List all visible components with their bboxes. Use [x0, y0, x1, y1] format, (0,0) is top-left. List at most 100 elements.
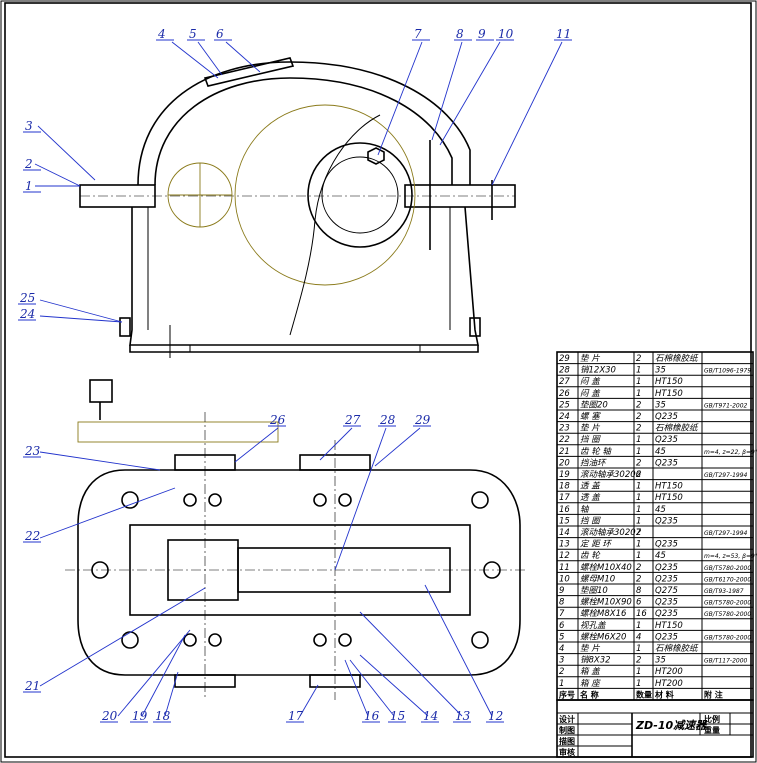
callout-8: 8 [456, 27, 464, 41]
parts-header-cell: 序号 [559, 689, 575, 699]
parts-cell: 1 [636, 493, 641, 503]
parts-cell: 5 [559, 632, 564, 642]
drawing-title: ZD-10减速器 [635, 719, 708, 732]
callout-4: 4 [157, 27, 166, 41]
front-view [79, 57, 516, 358]
parts-cell: 挡 圈 [580, 434, 601, 445]
cover-outline [137, 61, 471, 186]
parts-cell: 2 [559, 667, 564, 677]
parts-cell: 3 [559, 656, 564, 666]
parts-cell: 1 [636, 435, 641, 445]
parts-cell: 轴 [580, 504, 590, 515]
parts-cell: 1 [636, 679, 641, 689]
parts-cell: 2 [636, 656, 641, 666]
callout-26: 26 [269, 413, 286, 427]
parts-cell: 8 [559, 598, 565, 608]
callout-21: 21 [24, 679, 40, 693]
parts-cell: GB/T297-1994 [704, 530, 748, 537]
parts-cell: 4 [636, 632, 641, 642]
tb-design: 设计 [559, 714, 575, 724]
parts-cell: 22 [559, 435, 570, 445]
parts-cell: 11 [559, 563, 570, 573]
parts-cell: Q235 [655, 458, 678, 468]
parts-cell: 滚动轴承30206 [580, 469, 642, 480]
parts-cell: GB/T5780-2000 [704, 611, 751, 618]
callout-23: 23 [24, 444, 41, 458]
parts-cell: 视孔盖 [580, 620, 607, 631]
parts-cell: m=4, z=22, β=9°38' [704, 449, 757, 456]
parts-cell: 7 [559, 609, 565, 619]
parts-cell: HT150 [655, 482, 683, 492]
parts-cell: GB/T1096-1979 [704, 368, 751, 375]
cover-inner-outline [154, 77, 453, 186]
callout-6: 6 [216, 27, 224, 41]
parts-cell: GB/T5780-2000 [704, 634, 751, 641]
parts-cell: 1 [636, 377, 641, 387]
parts-cell: 24 [559, 412, 570, 422]
parts-cell: Q235 [655, 574, 678, 584]
parts-header-cell: 附 注 [704, 689, 723, 699]
parts-cell: 1 [559, 679, 564, 689]
callout-17: 17 [288, 709, 304, 723]
parts-cell: 9 [559, 586, 564, 596]
parts-cell: Q235 [655, 516, 678, 526]
parts-cell: GB/T297-1994 [704, 472, 748, 479]
parts-cell: 透 盖 [580, 481, 601, 492]
gear-hidden [234, 104, 416, 286]
tb-checked: 审核 [559, 747, 575, 757]
callout-24: 24 [19, 307, 35, 321]
drain-plug-left [119, 317, 131, 337]
parts-cell: GB/T971-2002 [704, 402, 748, 409]
parts-cell: Q235 [655, 609, 678, 619]
parts-cell: 透 盖 [580, 492, 601, 503]
parts-cell: 定 距 环 [580, 539, 612, 550]
callout-19: 19 [132, 709, 148, 723]
parts-cell: 27 [559, 377, 570, 387]
callout-27: 27 [344, 413, 361, 427]
parts-cell: 20 [559, 458, 570, 468]
parts-cell: 1 [636, 505, 641, 515]
parts-cell: Q235 [655, 632, 678, 642]
parts-cell: 2 [636, 528, 641, 538]
parts-cell: 45 [655, 447, 666, 457]
parts-cell: 21 [559, 447, 570, 457]
parts-cell: 螺栓M6X20 [580, 631, 626, 642]
inspection-cover [203, 57, 295, 87]
leader-lines [34, 41, 563, 717]
parts-cell: 挡 圈 [580, 515, 601, 526]
parts-cell: 螺栓M10X40 [580, 562, 632, 573]
parts-cell: 闷 盖 [580, 388, 601, 399]
parts-cell: 26 [559, 389, 570, 399]
callout-12: 12 [488, 709, 503, 723]
parts-cell: 29 [559, 354, 570, 364]
parts-cell: 8 [636, 586, 642, 596]
parts-cell: 垫 片 [580, 643, 600, 654]
parts-cell: 1 [636, 621, 641, 631]
parts-cell: GB/T5780-2000 [704, 565, 751, 572]
parts-cell: HT150 [655, 493, 683, 503]
parts-cell: 1 [636, 540, 641, 550]
parts-cell: 45 [655, 551, 666, 561]
parts-cell: 螺 塞 [580, 411, 601, 422]
callout-11: 11 [556, 27, 571, 41]
callout-3: 3 [25, 119, 33, 133]
parts-cell: 石棉橡胶纸 [655, 353, 699, 364]
